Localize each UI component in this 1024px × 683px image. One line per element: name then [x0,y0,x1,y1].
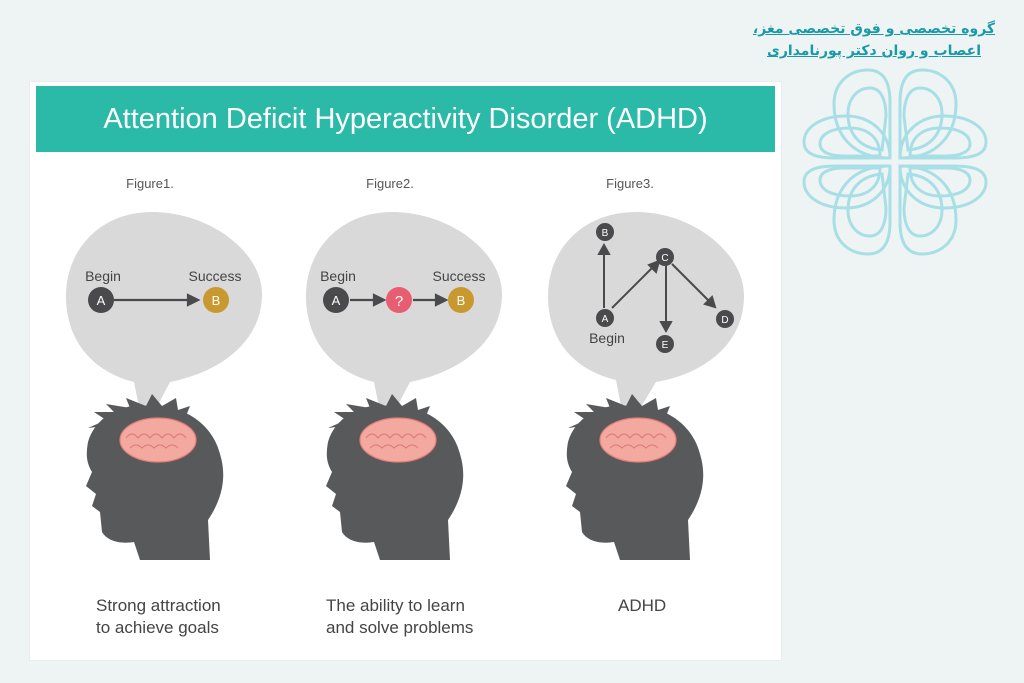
brain [119,417,197,463]
figure-2-caption-line1: The ability to learn [326,596,465,615]
node-a [323,287,349,313]
success-label: Success [433,268,486,284]
clinic-logo [802,68,988,256]
figure-1: A B Begin Success Figure1. Strong attrac… [30,82,270,660]
banner-title: Attention Deficit Hyperactivity Disorder… [36,86,775,152]
node-c-label: C [661,253,668,264]
begin-label: Begin [85,268,121,284]
node-a-label: A [97,293,106,308]
node-b-label: B [212,293,221,308]
success-label: Success [189,268,242,284]
node-question [386,287,412,313]
figure-2-graphic: A ? B Begin Success [306,212,502,560]
figure-2-caption: The ability to learn and solve problems [326,595,526,639]
node-d [716,310,734,328]
figure-2: A ? B Begin Success Figure2. The ability… [270,82,510,660]
clinic-name-line1: گروه تخصصی و فوق تخصصی مغز، [752,21,996,37]
node-b [596,223,614,241]
thought-bubble [66,212,262,432]
begin-label: Begin [320,268,356,284]
figure-3-caption: ADHD [618,595,818,617]
figure-1-caption-line2: to achieve goals [96,618,219,637]
infographic-card: Attention Deficit Hyperactivity Disorder… [30,82,781,660]
figure-3-caption-line1: ADHD [618,596,667,615]
node-b-label: B [457,293,466,308]
figure-1-caption: Strong attraction to achieve goals [96,595,296,639]
node-b-label: B [602,228,609,239]
flow-arrow [114,293,201,307]
figure-2-label: Figure2. [366,176,414,191]
figure-1-graphic: A B Begin Success [66,212,262,560]
node-e [656,335,674,353]
figure-3-graphic: B C A D E Begin [548,212,744,560]
figure-2-caption-line2: and solve problems [326,618,474,637]
node-a [88,287,114,313]
brain [359,417,437,463]
figure-1-label: Figure1. [126,176,174,191]
node-b [448,287,474,313]
begin-label: Begin [589,330,625,346]
figure-1-caption-line1: Strong attraction [96,596,221,615]
clinic-name: گروه تخصصی و فوق تخصصی مغز، اعصاب و روان… [744,18,1004,62]
node-a-label: A [602,314,609,325]
thought-bubble [306,212,502,432]
thought-bubble [548,212,744,432]
node-b [203,287,229,313]
brain [599,417,677,463]
flow-arrow [350,293,449,307]
flow-arrows [597,242,717,334]
clinic-name-line2: اعصاب و روان دکتر پورنامداری [767,43,981,59]
node-e-label: E [662,340,669,351]
node-d-label: D [721,315,728,326]
figure-3: B C A D E Begin Figure3. ADHD [510,82,750,660]
node-a-label: A [332,293,341,308]
node-a [596,309,614,327]
node-question-label: ? [395,293,403,310]
node-c [656,248,674,266]
figure-3-label: Figure3. [606,176,654,191]
